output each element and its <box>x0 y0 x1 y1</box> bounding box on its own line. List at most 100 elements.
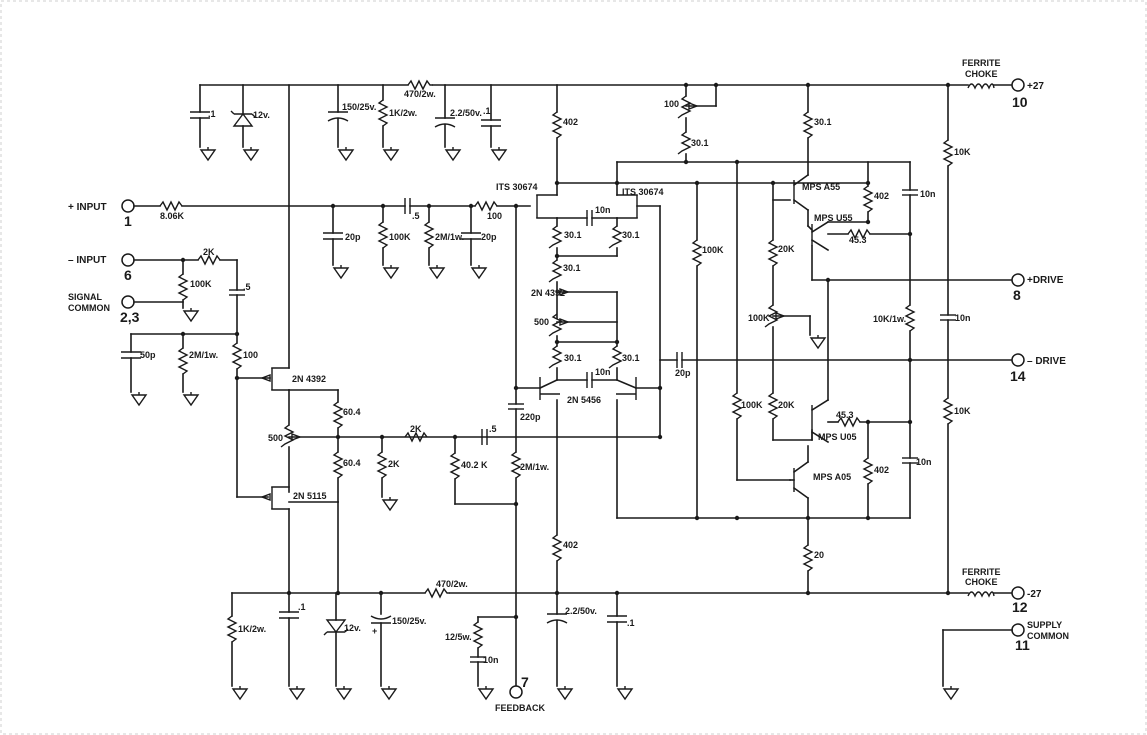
ferrite-choke-bottom: FERRITE CHOKE <box>962 567 1001 598</box>
q-drv-top-label: MPS A55 <box>802 182 840 192</box>
q-out-top-label: MPS U55 <box>814 213 853 223</box>
r-bot-1k-label: 1K/2w. <box>238 624 266 634</box>
plus-input-pin: 1 <box>124 213 132 229</box>
supply-common-pin: 11 <box>1015 637 1030 653</box>
r-402-top-label: 402 <box>563 117 578 127</box>
plus-27-label: +27 <box>1027 81 1044 92</box>
r-100k-b-label: 100K <box>702 245 724 255</box>
feedback-terminal[interactable] <box>509 685 523 699</box>
plus-drive-terminal[interactable] <box>1011 273 1025 287</box>
r-40-2k-label: 40.2 K <box>461 460 488 470</box>
r-402-a-label: 402 <box>874 191 889 201</box>
minus-input-terminal[interactable] <box>121 253 135 267</box>
q-in-top-label: 2N 4392 <box>292 374 326 384</box>
r-in-100-label: 100 <box>487 211 502 221</box>
r-2k-top-label: 2K <box>203 247 215 257</box>
pot-500-left-label: 500 <box>268 433 283 443</box>
c-20p-a-label: 20p <box>345 232 361 242</box>
r-30-1-b-label: 30.1 <box>622 230 640 240</box>
minus-drive-pin: 14 <box>1010 368 1026 384</box>
mid-feedback-branch: 2K .5 2K 40.2 K <box>376 424 519 511</box>
r-60-4-a-label: 60.4 <box>343 407 361 417</box>
driver-bias-network: 100K 100K 20K 100K 20K <box>691 159 826 521</box>
q-in-bottom-label: 2N 5115 <box>293 491 327 501</box>
plus-input-label: + INPUT <box>68 202 107 213</box>
supply-common-label-1: SUPPLY <box>1027 620 1062 630</box>
c-bot-150-label: 150/25v. <box>392 616 426 626</box>
r-20k-a-label: 20K <box>778 244 795 254</box>
minus-input-pin: 6 <box>124 267 132 283</box>
c-top-1-label: .1 <box>208 109 216 119</box>
minus-27-label: -27 <box>1027 589 1042 600</box>
choke-bottom-line1: FERRITE <box>962 567 1001 577</box>
minus-27-pin: 12 <box>1012 599 1028 615</box>
feedback-label: FEEDBACK <box>495 703 546 713</box>
minus-input-path: – INPUT 6 2K .5 100K SIGNAL COMMON 2,3 5… <box>68 247 271 406</box>
c-bot-2-label: .1 <box>627 618 635 628</box>
signal-common-label-2: COMMON <box>68 303 110 313</box>
bias-pot-top: 100 30.1 <box>616 82 911 184</box>
r-45-3-a-label: 45.3 <box>849 235 867 245</box>
r-45-3-b-label: 45.3 <box>836 410 854 420</box>
plus-drive-pin: 8 <box>1013 287 1021 303</box>
signal-common-terminal[interactable] <box>121 295 135 309</box>
output-stage: 30.1 MPS A55 MPS U55 45.3 402 10n 10K/1w… <box>659 82 1014 596</box>
center-section: 402 ITS 30674 ITS 30674 10n 30.1 30.1 30… <box>496 84 911 687</box>
pot-100-label: 100 <box>664 99 679 109</box>
r-100k-minus-label: 100K <box>190 279 212 289</box>
plus-27-pin: 10 <box>1012 94 1028 110</box>
r-2m-c-label: 2M/1w. <box>520 462 549 472</box>
r-402-mid-label: 402 <box>563 540 578 550</box>
r-2k-mid-label: 2K <box>410 424 422 434</box>
bottom-decoupling: 1K/2w. .1 12v. + 150/25v. 470/2w. 2.2/50… <box>226 579 811 700</box>
c-10n-pair-label: 10n <box>595 205 611 215</box>
r-10k-b-label: 10K <box>954 406 971 416</box>
c-bot-2u2-label: 2.2/50v. <box>565 606 597 616</box>
output-terminals: +27 10 +DRIVE 8 – DRIVE 14 -27 12 SUPPLY… <box>942 78 1069 700</box>
plus-input-terminal[interactable] <box>121 199 135 213</box>
c-top-150-label: 150/25v. <box>342 102 376 112</box>
c-50p-label: 50p <box>140 350 156 360</box>
r-30-1-e-label: 30.1 <box>622 353 640 363</box>
c-10n-b-label: 10n <box>955 313 971 323</box>
c-10n-c-label: 10n <box>916 457 932 467</box>
minus-27-terminal[interactable] <box>1011 586 1025 600</box>
c-bot-150-plus: + <box>372 626 377 636</box>
r-100-b-label: 100 <box>243 350 258 360</box>
r-30-1-c-label: 30.1 <box>563 263 581 273</box>
q-out-bottom-label: MPS U05 <box>818 432 857 442</box>
pot-100k-label: 100K <box>748 313 770 323</box>
left-jfet-stack: 2N 4392 60.4 60.4 500 2N 5115 <box>234 84 661 613</box>
signal-common-pin: 2,3 <box>120 309 140 325</box>
c-top-2u2-label: 2.2/50v. <box>450 108 482 118</box>
c-mid-label: .5 <box>489 424 497 434</box>
plus-drive-label: +DRIVE <box>1027 275 1064 286</box>
q-mid-label: 2N 4392 <box>531 288 565 298</box>
supply-common-terminal[interactable] <box>1011 623 1025 637</box>
zener-top-label: 12v. <box>253 110 270 120</box>
r-30-1-a-label: 30.1 <box>564 230 582 240</box>
c-10n-fb-label: 10n <box>483 655 499 665</box>
r-2m-a-label: 2M/1w. <box>435 232 464 242</box>
ferrite-choke-top: FERRITE CHOKE <box>962 58 1001 90</box>
r-10k-1w-label: 10K/1w. <box>873 314 906 324</box>
c-20p-c-label: 20p <box>675 368 691 378</box>
r-30-1-top-label: 30.1 <box>691 138 709 148</box>
c-top-2-label: .1 <box>483 106 491 116</box>
r-402-b-label: 402 <box>874 465 889 475</box>
r-30-1-mpsa55-label: 30.1 <box>814 117 832 127</box>
q-drv-bottom-label: MPS A05 <box>813 472 851 482</box>
plus-27-terminal[interactable] <box>1011 78 1025 92</box>
c-minus-label: .5 <box>243 282 251 292</box>
choke-top-line1: FERRITE <box>962 58 1001 68</box>
r-100k-c-label: 100K <box>741 400 763 410</box>
minus-drive-label: – DRIVE <box>1027 356 1066 367</box>
choke-bottom-line2: CHOKE <box>965 577 998 587</box>
r-top-1k-label: 1K/2w. <box>389 108 417 118</box>
r-in-label: 8.06K <box>160 211 185 221</box>
r-20k-b-label: 20K <box>778 400 795 410</box>
minus-drive-terminal[interactable] <box>1011 353 1025 367</box>
c-10n-pair2-label: 10n <box>595 367 611 377</box>
r-10k-a-label: 10K <box>954 147 971 157</box>
